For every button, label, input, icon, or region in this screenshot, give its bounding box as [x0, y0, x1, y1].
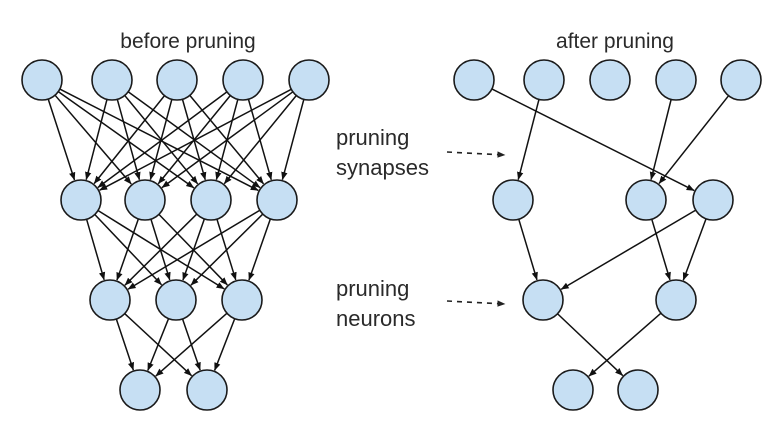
before-neuron-layer2-2: [124, 179, 166, 221]
after-neuron-layer2-2: [625, 179, 667, 221]
after-neuron-layer3-1: [522, 279, 564, 321]
after-synapse-l2n1-l3n1: [518, 218, 538, 281]
before-neuron-layer3-1: [89, 279, 131, 321]
before-synapse-l2n4-l3n2: [190, 213, 264, 286]
before-synapse-l2n4-l3n3: [248, 218, 272, 281]
before-synapse-l1n4-l2n1: [97, 91, 228, 189]
before-network-edges: [47, 88, 305, 377]
after-pruning-caption: after pruning: [556, 30, 674, 53]
after-synapse-l1n4-l2n2: [649, 99, 672, 181]
before-synapse-l3n2-l4n1: [147, 318, 170, 371]
before-synapse-l1n1-l2n2: [54, 94, 132, 185]
pruning-synapses-annotation: pruning synapses: [336, 125, 506, 180]
before-synapse-l3n1-l4n1: [115, 318, 135, 371]
after-neuron-layer2-3: [692, 179, 734, 221]
pruning-neurons-annotation: pruning neurons: [336, 276, 506, 331]
before-synapse-l1n2-l2n1: [85, 99, 108, 181]
before-neuron-layer4-1: [119, 369, 161, 411]
pruning-synapses-arrow: [446, 151, 506, 158]
after-network-nodes: [453, 59, 762, 411]
before-synapse-l1n2-l2n2: [116, 99, 141, 181]
after-neuron-layer1-2: [523, 59, 565, 101]
before-neuron-layer2-4: [256, 179, 298, 221]
before-neuron-layer1-3: [156, 59, 198, 101]
pruning-neurons-arrow: [446, 300, 506, 307]
before-synapse-l3n3-l4n2: [213, 318, 236, 371]
before-pruning-caption: before pruning: [120, 30, 255, 53]
before-neuron-layer4-2: [186, 369, 228, 411]
after-neuron-layer4-1: [552, 369, 594, 411]
before-neuron-layer1-4: [222, 59, 264, 101]
after-neuron-layer1-4: [655, 59, 697, 101]
after-synapse-l3n1-l4n2: [557, 313, 624, 377]
after-network-edges: [491, 88, 730, 377]
pruning-synapses-label-line1: pruning: [336, 125, 409, 150]
after-synapse-l3n2-l4n1: [588, 312, 662, 377]
before-synapse-l1n1-l2n4: [59, 88, 259, 192]
before-neuron-layer1-2: [91, 59, 133, 101]
after-neuron-layer1-5: [720, 59, 762, 101]
after-synapse-l2n2-l3n2: [651, 218, 671, 281]
before-neuron-layer3-2: [155, 279, 197, 321]
pruning-neurons-label-line1: pruning: [336, 276, 409, 301]
before-synapse-l3n3-l4n1: [155, 312, 228, 377]
after-neuron-layer1-1: [453, 59, 495, 101]
before-synapse-l2n3-l3n1: [124, 213, 198, 286]
before-synapse-l1n1-l2n3: [57, 90, 195, 189]
before-synapse-l1n1-l2n1: [47, 98, 76, 181]
after-neuron-layer1-3: [589, 59, 631, 101]
before-synapse-l1n5-l2n4: [281, 99, 305, 181]
pruning-neurons-label-line2: neurons: [336, 306, 416, 331]
before-network-nodes: [21, 59, 330, 411]
before-synapse-l2n4-l3n1: [127, 209, 261, 290]
after-synapse-l1n1-l2n3: [491, 88, 695, 192]
after-neuron-layer2-1: [492, 179, 534, 221]
before-synapse-l1n5-l2n2: [161, 91, 294, 189]
before-neuron-layer2-3: [190, 179, 232, 221]
before-synapse-l1n3-l2n2: [149, 99, 173, 181]
after-neuron-layer3-2: [655, 279, 697, 321]
before-neuron-layer1-1: [21, 59, 63, 101]
before-synapse-l1n5-l2n1: [99, 88, 292, 191]
after-synapse-l2n3-l3n2: [682, 218, 707, 281]
before-neuron-layer3-3: [221, 279, 263, 321]
before-synapse-l2n1-l3n1: [85, 219, 106, 281]
after-synapse-l1n2-l2n1: [517, 99, 540, 181]
pruning-synapses-label-line2: synapses: [336, 155, 429, 180]
after-neuron-layer4-2: [617, 369, 659, 411]
before-neuron-layer1-5: [288, 59, 330, 101]
before-synapse-l1n5-l2n3: [223, 95, 297, 185]
before-synapse-l2n2-l3n1: [116, 218, 140, 281]
after-synapse-l1n5-l2n2: [658, 95, 730, 185]
before-neuron-layer2-1: [60, 179, 102, 221]
before-synapse-l1n3-l2n1: [93, 95, 166, 185]
after-synapse-l2n3-l3n1: [560, 209, 697, 290]
